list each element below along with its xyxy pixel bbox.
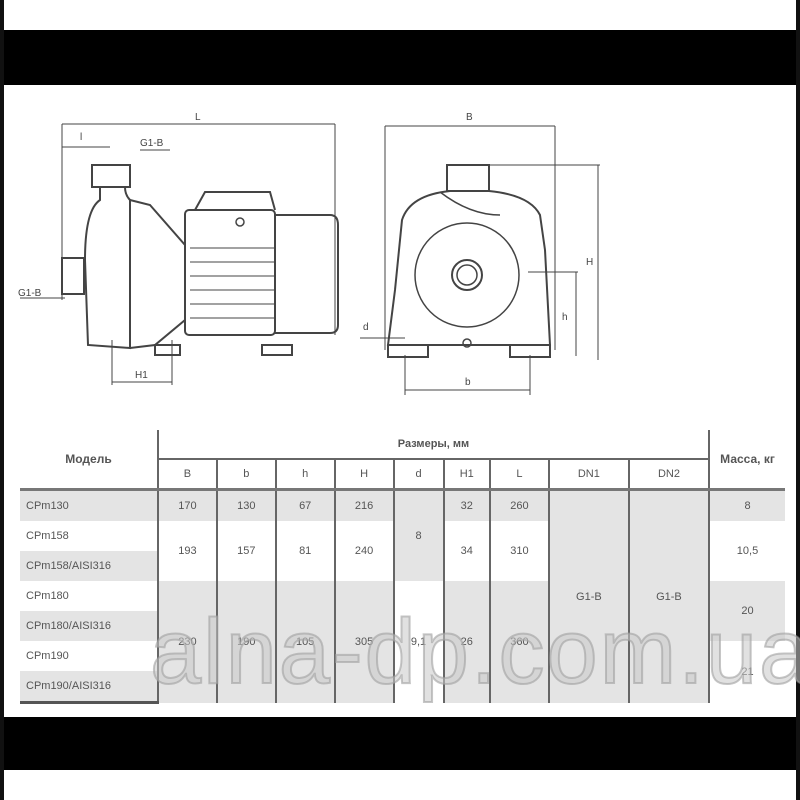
table-row: CPm158/AISI316	[20, 551, 785, 581]
label-inlet-thread: G1-B	[18, 288, 42, 299]
label-foot-width: H1	[135, 370, 148, 381]
label-width: B	[466, 112, 473, 123]
cell: 260	[488, 489, 549, 521]
model-cell: CPm158/AISI316	[20, 551, 158, 581]
col-DN1: DN1	[547, 459, 629, 491]
table-row: CPm190/AISI316	[20, 671, 785, 704]
cell: 130	[215, 489, 276, 521]
left-edge	[0, 0, 4, 800]
right-edge	[796, 0, 800, 800]
table-row: CPm158 193 157 81 240 34 310 10,5	[20, 521, 785, 581]
cell: 170	[157, 489, 217, 521]
pump-side-view	[20, 123, 339, 385]
table-row: CPm180 230 190 105 305 9,1 26 360 20	[20, 581, 785, 703]
cell: 67	[274, 489, 335, 521]
cell: 240	[333, 521, 394, 581]
table-row: CPm180/AISI316	[20, 611, 785, 641]
specs-table: Модель Размеры, мм Масса, кг B b h H d H…	[20, 430, 785, 704]
col-h: h	[274, 459, 335, 491]
cell: 157	[215, 521, 276, 581]
model-header: Модель	[20, 430, 158, 491]
bottom-black-bar	[0, 717, 800, 770]
cell: 9,1	[392, 581, 444, 703]
model-cell: CPm190	[26, 650, 69, 662]
cell-d-shared: 8	[392, 489, 444, 581]
cell: 305	[333, 581, 394, 703]
col-DN2: DN2	[627, 459, 709, 491]
model-cell: CPm130	[20, 489, 158, 521]
col-L: L	[488, 459, 549, 491]
label-foot-span: b	[465, 377, 471, 388]
col-B: B	[157, 459, 217, 491]
sizes-header: Размеры, мм	[157, 430, 709, 460]
mass-header: Масса, кг	[708, 430, 785, 491]
cell: 216	[333, 489, 394, 521]
col-H: H	[333, 459, 394, 491]
col-H1: H1	[442, 459, 490, 491]
model-cell: CPm180/AISI316	[20, 611, 158, 641]
label-length: L	[195, 112, 201, 123]
cell: 360	[488, 581, 549, 703]
cell-mass: 21	[708, 641, 785, 703]
cell: 34	[442, 521, 490, 581]
cell: 190	[215, 581, 276, 703]
pump-drawing: L l G1-B G1-B H1 B H h d b	[18, 112, 600, 395]
table-row: CPm130 170 130 67 216 8 32 260 G1-B G1-B…	[20, 489, 785, 703]
cell: 26	[442, 581, 490, 703]
cell: 230	[157, 581, 217, 703]
cell: 193	[157, 521, 217, 581]
cell: 81	[274, 521, 335, 581]
model-cell: CPm158	[26, 530, 69, 542]
label-inlet-offset: l	[80, 132, 82, 143]
col-b: b	[215, 459, 276, 491]
pump-front-view	[360, 125, 600, 395]
top-black-bar	[0, 30, 800, 85]
cell-mass: 10,5	[708, 521, 785, 581]
cell-mass: 20	[708, 581, 785, 641]
model-cell: CPm180	[26, 590, 69, 602]
model-cell: CPm190/AISI316	[20, 671, 158, 704]
col-d: d	[392, 459, 444, 491]
cell: 310	[488, 521, 549, 581]
label-hole: d	[363, 322, 369, 333]
cell: 32	[442, 489, 490, 521]
table-row: CPm190 21	[20, 641, 785, 703]
label-height: H	[586, 257, 593, 268]
cell-dn1-shared: G1-B	[547, 489, 629, 703]
cell-mass: 8	[708, 489, 785, 521]
cell-dn2-shared: G1-B	[627, 489, 709, 703]
cell: 105	[274, 581, 335, 703]
label-outlet-thread: G1-B	[140, 138, 164, 149]
label-axis-height: h	[562, 312, 568, 323]
